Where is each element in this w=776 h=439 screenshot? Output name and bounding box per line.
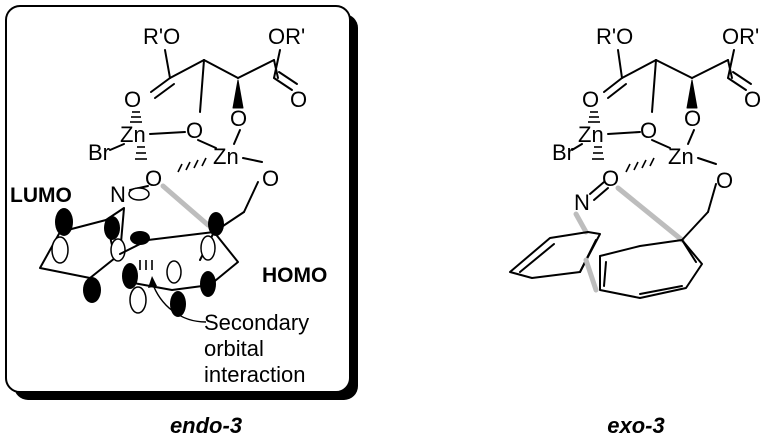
exo-nitroso-o: O xyxy=(602,166,619,191)
endo-zn-2: Zn xyxy=(213,144,239,169)
endo-caption: endo-3 xyxy=(170,413,242,438)
exo-panel: R'O OR' O O O O Zn Br Zn O O xyxy=(509,24,761,299)
exo-carbonyl-o-left: O xyxy=(582,87,599,112)
endo-homo-label: HOMO xyxy=(262,264,327,287)
exo-ether-o: O xyxy=(716,168,733,193)
endo-alkoxide-o-1: O xyxy=(186,118,203,143)
exo-alkoxide-o-2: O xyxy=(684,106,701,131)
endo-nitroso-o: O xyxy=(145,166,162,191)
exo-carbonyl-o-right: O xyxy=(744,87,761,112)
exo-zn-2: Zn xyxy=(668,144,694,169)
exo-alkoxide-o-1: O xyxy=(640,118,657,143)
endo-nitrogen: N xyxy=(110,182,126,207)
exo-ro-label: R'O xyxy=(596,24,633,49)
exo-nitrogen: N xyxy=(574,190,590,215)
exo-br-label: Br xyxy=(552,140,574,165)
annotation-line-3: interaction xyxy=(204,362,306,387)
endo-lumo-label: LUMO xyxy=(10,184,72,207)
endo-ether-o: O xyxy=(262,166,279,191)
annotation-line-1: Secondary xyxy=(204,310,309,335)
exo-or-label: OR' xyxy=(722,24,759,49)
endo-panel: R'O OR' O O O O Zn Br Zn O xyxy=(5,5,358,400)
endo-carbonyl-o-left: O xyxy=(124,87,141,112)
exo-caption: exo-3 xyxy=(607,413,664,438)
endo-carbonyl-o-right: O xyxy=(290,87,307,112)
endo-br-label: Br xyxy=(88,140,110,165)
annotation-line-2: orbital xyxy=(204,336,264,361)
exo-zn-1: Zn xyxy=(578,122,604,147)
endo-zn-1: Zn xyxy=(120,122,146,147)
endo-alkoxide-o-2: O xyxy=(230,106,247,131)
endo-or-label: OR' xyxy=(268,24,305,49)
endo-ro-label: R'O xyxy=(143,24,180,49)
